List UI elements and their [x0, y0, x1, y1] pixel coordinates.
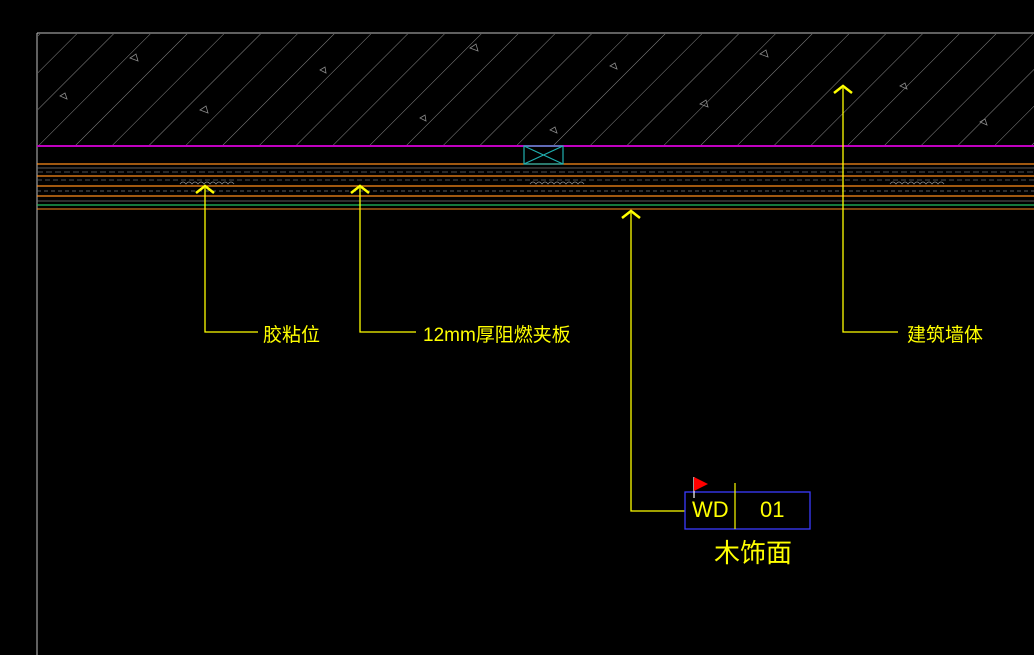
label-fire-board: 12mm厚阻燃夹板 — [423, 325, 571, 346]
finish-layers — [37, 145, 1034, 210]
material-name: 木饰面 — [714, 538, 793, 568]
joint-box — [523, 145, 564, 165]
leader-wood-finish — [621, 209, 685, 512]
label-building-wall: 建筑墙体 — [907, 325, 984, 346]
leader-glue-position — [195, 184, 258, 333]
label-glue-position: 胶粘位 — [263, 325, 321, 346]
glue-dots — [179, 181, 945, 185]
flag-icon — [693, 477, 708, 498]
material-code: WD — [692, 497, 729, 522]
drawing-frame — [36, 32, 1034, 655]
leader-building-wall — [833, 84, 898, 333]
leader-fire-board — [350, 184, 416, 333]
material-tag-box — [684, 483, 811, 530]
material-number: 01 — [760, 497, 785, 522]
wall-concrete-hatch — [38, 34, 1034, 145]
